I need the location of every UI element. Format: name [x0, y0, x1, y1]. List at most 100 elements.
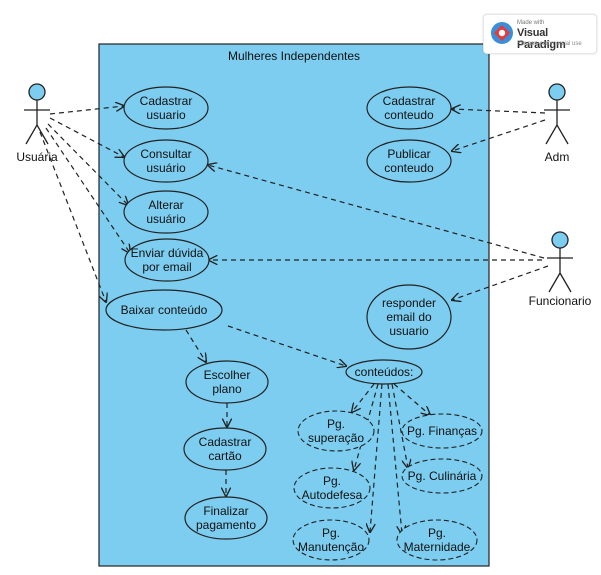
use-case-label: Enviar dúvida [131, 246, 204, 260]
actor-label: Funcionario [529, 294, 592, 308]
edge-conteudos-to-pg-financas [393, 383, 430, 415]
use-case-ellipse [293, 467, 371, 509]
use-case-label: Pg. [428, 526, 446, 540]
use-case-ellipse [401, 413, 483, 449]
visual-paradigm-badge: Made with Visual Paradigm For non-commer… [483, 14, 597, 54]
use-case-ellipse [366, 139, 452, 183]
use-case-label: Publicar [387, 147, 430, 161]
use-case-baixar-conteudo: Baixar conteúdo [105, 289, 223, 331]
use-case-label: Consultar [140, 147, 191, 161]
edge-adm-to-cadastrar-conteudo [452, 109, 546, 113]
actor-label: Usuária [16, 150, 58, 164]
use-case-label: Pg. [323, 474, 341, 488]
use-case-ellipse [183, 427, 267, 471]
edge-usuaria-to-enviar-duvida [45, 127, 130, 253]
badge-made-with: Made with [517, 20, 545, 26]
use-case-label: cartão [208, 449, 242, 463]
use-case-label: por email [142, 260, 191, 274]
use-case-label: Pg. Culinária [408, 469, 477, 483]
use-case-label: Baixar conteúdo [121, 303, 208, 317]
use-case-pg-superacao: Pg.superação [297, 410, 375, 452]
use-case-label: Pg. [322, 526, 340, 540]
use-case-label: Autodefesa [302, 488, 363, 502]
use-case-label: superação [308, 431, 364, 445]
use-case-pg-culinaria: Pg. Culinária [401, 458, 483, 494]
use-case-label: plano [212, 382, 242, 396]
actor-body-icon [544, 100, 570, 145]
use-case-pg-autodefesa: Pg.Autodefesa [293, 467, 371, 509]
use-case-label: Finalizar [203, 504, 248, 518]
use-case-ellipse [292, 519, 370, 561]
edge-funcionario-to-responder-email [452, 265, 549, 300]
actor-head-icon [548, 83, 566, 101]
use-case-pg-manutencao: Pg.Manutenção [292, 519, 370, 561]
edge-adm-to-publicar-conteudo [452, 119, 546, 151]
use-case-label: email do [386, 310, 432, 324]
use-case-label: Cadastrar [383, 94, 436, 108]
edge-baixar-conteudo-to-conteudos [227, 325, 346, 366]
badge-subtitle: For non-commercial use [517, 41, 582, 47]
visual-paradigm-logo-icon [491, 22, 513, 44]
use-case-label: usuário [146, 212, 186, 226]
use-case-ellipse [123, 86, 209, 130]
use-case-ellipse [185, 360, 269, 404]
actor-head-icon [551, 231, 569, 249]
actor-funcionario: Funcionario [529, 231, 592, 308]
use-case-label: Manutenção [298, 540, 364, 554]
use-case-ellipse [124, 238, 210, 282]
actor-adm: Adm [544, 83, 570, 164]
use-case-pg-maternidade: Pg.Maternidade [396, 519, 478, 561]
badge-brand: Visual Paradigm [517, 27, 566, 51]
use-case-label: responder [382, 296, 436, 310]
edge-funcionario-to-consultar-usuario [208, 165, 545, 259]
use-case-ellipse [123, 190, 209, 234]
system-title: Mulheres Independentes [228, 49, 360, 63]
use-case-label: conteudo [384, 108, 434, 122]
use-case-ellipse [366, 86, 452, 130]
actor-body-icon [24, 100, 50, 145]
use-case-conteudos: conteúdos: [345, 359, 423, 385]
use-case-label: conteudo [384, 161, 434, 175]
edge-conteudos-to-pg-maternidade [387, 383, 402, 534]
use-case-ellipse [401, 458, 483, 494]
edge-conteudos-to-pg-autodefesa [354, 383, 379, 470]
use-case-label: Pg. Finanças [407, 424, 477, 438]
use-case-ellipse [105, 289, 223, 331]
use-case-ellipse [396, 519, 478, 561]
edge-conteudos-to-pg-manutencao [370, 383, 383, 532]
edge-usuaria-to-consultar-usuario [49, 117, 124, 157]
use-case-ellipse [123, 139, 209, 183]
edge-baixar-conteudo-to-escolher-plano [185, 329, 206, 362]
use-case-label: usuário [146, 161, 186, 175]
use-case-ellipse [297, 410, 375, 452]
use-case-label: Cadastrar [140, 94, 193, 108]
use-case-ellipse [184, 496, 268, 540]
use-cases-layer: CadastrarusuarioConsultarusuárioAlteraru… [105, 86, 483, 561]
use-case-label: Pg. [327, 417, 345, 431]
use-case-pg-financas: Pg. Finanças [401, 413, 483, 449]
use-case-label: conteúdos: [355, 365, 414, 379]
edge-usuaria-to-cadastrar-usuario [49, 106, 124, 115]
edges-layer [39, 106, 549, 534]
use-case-label: usuario [146, 108, 186, 122]
edge-usuaria-to-baixar-conteudo [39, 131, 106, 302]
use-case-label: pagamento [196, 518, 256, 532]
use-case-ellipse [345, 359, 423, 385]
use-case-label: usuario [389, 324, 429, 338]
use-case-label: Cadastrar [199, 435, 252, 449]
actor-body-icon [547, 248, 573, 293]
actor-usuaria: Usuária [16, 83, 58, 164]
use-case-ellipse [366, 284, 452, 350]
